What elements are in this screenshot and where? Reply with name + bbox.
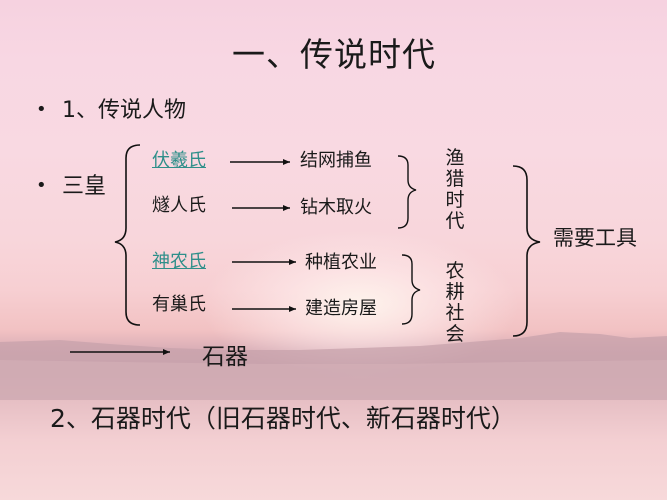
ruler-suiren: 燧人氏 — [152, 195, 206, 216]
right-brace-farming — [401, 254, 421, 325]
deed-build-houses: 建造房屋 — [305, 298, 377, 319]
right-brace-fishing — [397, 155, 417, 229]
deed-drill-fire: 钻木取火 — [300, 197, 372, 218]
need-tools-label: 需要工具 — [553, 226, 637, 250]
slide-title: 一、传说时代 — [232, 35, 436, 74]
bullet-dot: • — [36, 175, 47, 196]
deed-weave-nets: 结网捕鱼 — [300, 150, 372, 171]
stone-age-heading: 2、石器时代（旧石器时代、新石器时代） — [50, 404, 516, 433]
era-farming-society: 农耕社会 — [445, 260, 465, 345]
stone-tools-label: 石器 — [202, 344, 248, 370]
bullet-legendary-figures: 1、传说人物 — [62, 98, 186, 123]
bullet-dot: • — [36, 99, 47, 120]
ruler-shennong-link[interactable]: 神农氏 — [152, 251, 206, 272]
ruler-fuxi-link[interactable]: 伏羲氏 — [152, 150, 206, 171]
right-brace-need-tools — [512, 165, 541, 337]
era-fishing-hunting: 渔猎时代 — [445, 147, 465, 232]
deed-agriculture: 种植农业 — [305, 252, 377, 273]
left-brace — [114, 144, 141, 326]
three-sovereigns-label: 三皇 — [62, 174, 107, 199]
ruler-youchao: 有巢氏 — [152, 294, 206, 315]
